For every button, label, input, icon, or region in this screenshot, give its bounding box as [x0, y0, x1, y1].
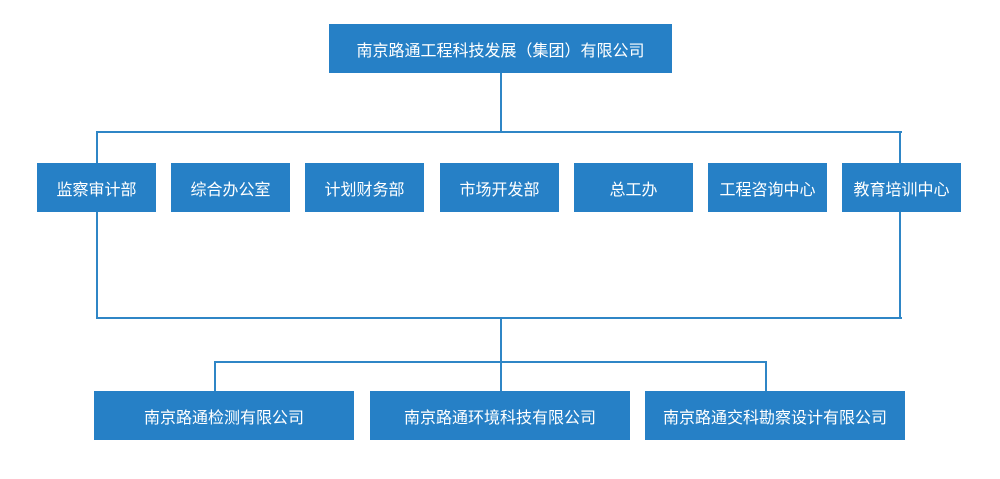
- dept-node-training: 教育培训中心: [842, 163, 961, 212]
- dept-node-label: 市场开发部: [459, 179, 540, 199]
- dept-node-label: 教育培训中心: [853, 179, 950, 199]
- connector-right-riser: [899, 212, 901, 319]
- dept-node-label: 工程咨询中心: [719, 179, 816, 199]
- dept-node-label: 监察审计部: [56, 179, 137, 199]
- connector-center-down: [500, 317, 502, 391]
- dept-node-audit: 监察审计部: [37, 163, 156, 212]
- connector-top-horizontal: [96, 131, 902, 133]
- connector-bottom-horizontal: [214, 361, 767, 363]
- connector-head-down: [500, 73, 502, 132]
- subsidiary-node-label: 南京路通交科勘察设计有限公司: [662, 407, 887, 427]
- subsidiary-node-label: 南京路通环境科技有限公司: [403, 407, 596, 427]
- subsidiary-node-survey-design: 南京路通交科勘察设计有限公司: [645, 391, 905, 440]
- connector-sub3-drop: [765, 361, 767, 391]
- dept-node-label: 总工办: [609, 179, 658, 199]
- subsidiary-node-label: 南京路通检测有限公司: [143, 407, 304, 427]
- subsidiary-node-environment: 南京路通环境科技有限公司: [370, 391, 630, 440]
- connector-left-drop: [96, 131, 98, 163]
- dept-node-chief-engineer: 总工办: [574, 163, 693, 212]
- subsidiary-node-testing: 南京路通检测有限公司: [94, 391, 354, 440]
- org-node-head: 南京路通工程科技发展（集团）有限公司: [329, 24, 672, 73]
- dept-node-label: 计划财务部: [324, 179, 405, 199]
- dept-node-label: 综合办公室: [190, 179, 271, 199]
- connector-middle-horizontal: [96, 317, 902, 319]
- connector-left-riser: [96, 212, 98, 319]
- dept-node-finance: 计划财务部: [305, 163, 424, 212]
- dept-node-marketing: 市场开发部: [440, 163, 559, 212]
- org-node-head-label: 南京路通工程科技发展（集团）有限公司: [356, 40, 645, 60]
- dept-node-general-office: 综合办公室: [171, 163, 290, 212]
- connector-sub1-drop: [214, 361, 216, 391]
- connector-right-drop: [899, 131, 901, 163]
- dept-node-consulting: 工程咨询中心: [708, 163, 827, 212]
